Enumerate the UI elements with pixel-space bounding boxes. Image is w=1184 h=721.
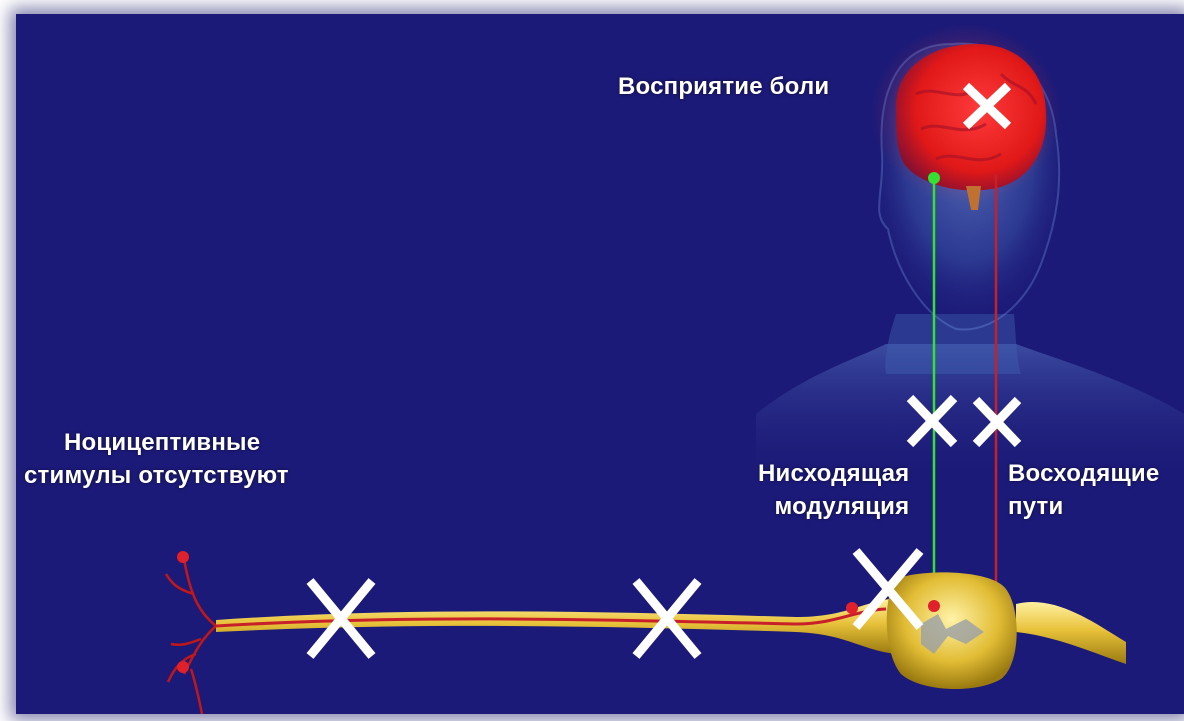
descending-line-1: Нисходящая: [758, 457, 909, 490]
descending-line-2: модуляция: [758, 490, 909, 523]
ascending-line-1: Восходящие: [1008, 457, 1159, 490]
nociceptive-line-2: стимулы отсутствуют: [24, 459, 289, 492]
nociceptive-label: Ноцицептивные стимулы отсутствуют: [24, 426, 289, 492]
spinal-cord: [887, 572, 1126, 689]
descending-label: Нисходящая модуляция: [758, 457, 909, 523]
peripheral-nerve: [166, 551, 896, 714]
nociceptive-line-1: Ноцицептивные: [24, 426, 289, 459]
diagram-slide: Восприятие боли Ноцицептивные стимулы от…: [16, 14, 1184, 714]
ascending-label: Восходящие пути: [1008, 457, 1159, 523]
pain-pathway-illustration: [16, 14, 1184, 714]
ascending-line-2: пути: [1008, 490, 1159, 523]
pain-perception-text: Восприятие боли: [618, 70, 829, 103]
pain-perception-label: Восприятие боли: [618, 70, 829, 103]
